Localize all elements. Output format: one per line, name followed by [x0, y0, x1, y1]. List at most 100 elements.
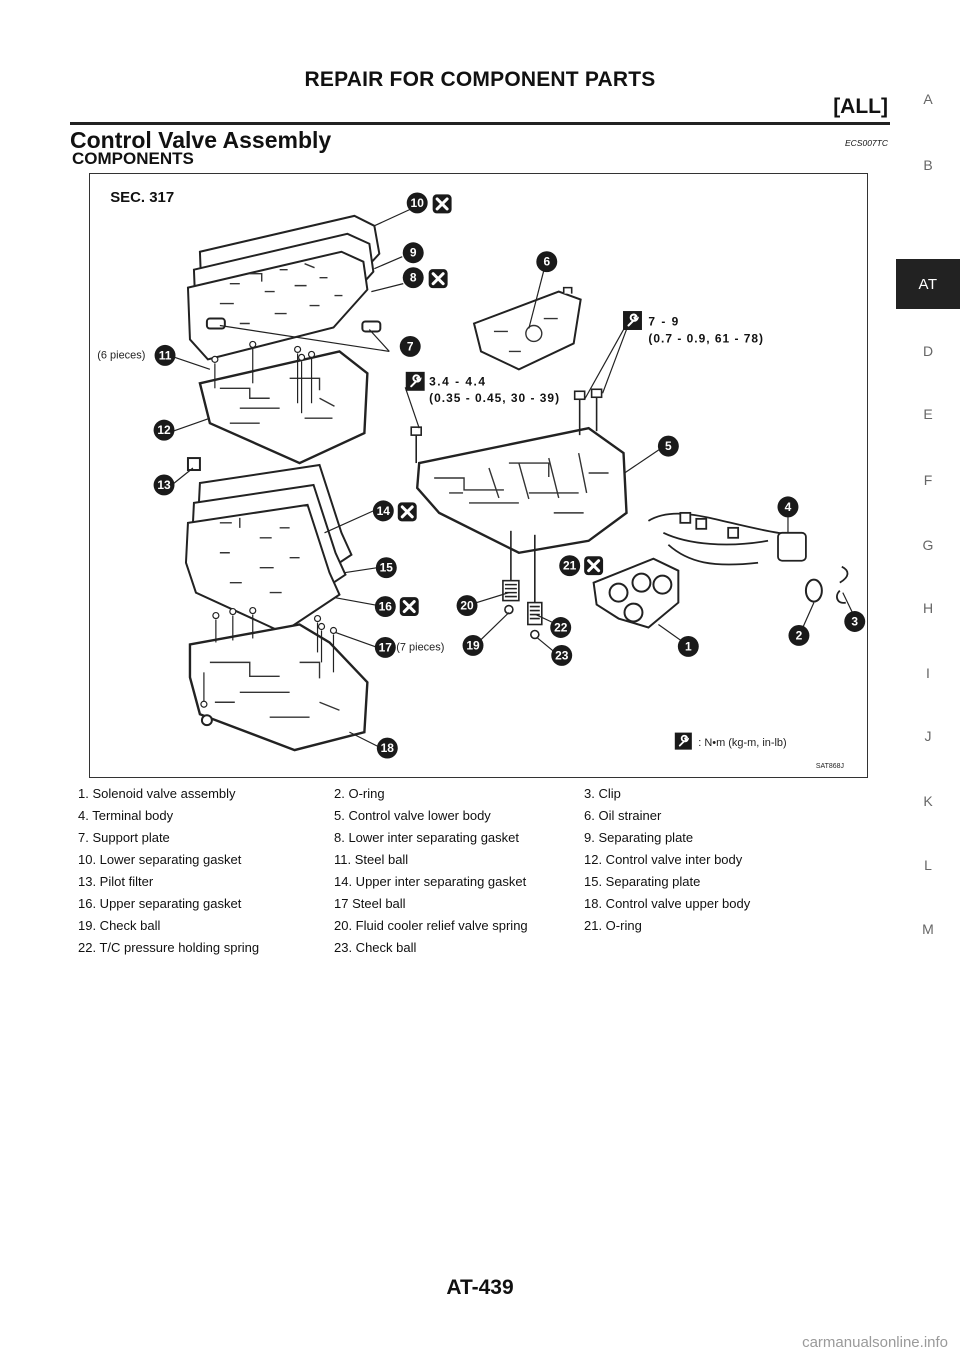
- part-item: 4. Terminal body: [78, 808, 174, 823]
- part-item: 6. Oil strainer: [584, 808, 662, 823]
- part-item: 18. Control valve upper body: [584, 896, 751, 911]
- unit-legend: : N•m (kg-m, in-lb): [698, 737, 786, 749]
- part-item: 17 Steel ball: [334, 896, 406, 911]
- torque-wrench-icon: [674, 732, 693, 751]
- part-item: 22. T/C pressure holding spring: [78, 940, 260, 955]
- part-item: 8. Lower inter separating gasket: [334, 830, 519, 845]
- part-item: 10. Lower separating gasket: [78, 852, 242, 867]
- index-tab-f[interactable]: F: [923, 472, 933, 488]
- callout-23: 23: [551, 644, 573, 666]
- control-valve-lower-body: [415, 426, 628, 554]
- callout-1: 1: [677, 635, 699, 657]
- index-tab-l[interactable]: L: [924, 857, 932, 873]
- parts-list: 1. Solenoid valve assembly 2. O-ring 3. …: [78, 786, 888, 962]
- side-index: A B AT D E F G H I J K L M: [896, 0, 960, 1358]
- part-item: 20. Fluid cooler relief valve spring: [334, 918, 528, 933]
- part-item: 7. Support plate: [78, 830, 170, 845]
- callout-12: 12: [153, 419, 175, 441]
- svg-text:1: 1: [685, 639, 692, 653]
- control-valve-upper-body: [188, 623, 369, 752]
- part-item: 15. Separating plate: [584, 874, 701, 889]
- callout-8: 8: [402, 267, 424, 289]
- parts-row: 19. Check ball 20. Fluid cooler relief v…: [78, 918, 888, 940]
- svg-text:7: 7: [407, 339, 414, 353]
- solenoid-valve-assembly: [592, 557, 680, 629]
- torque-wrench-icon: [622, 310, 643, 331]
- svg-text:14: 14: [377, 504, 391, 518]
- svg-text:12: 12: [157, 423, 171, 437]
- callout-15: 15: [375, 557, 397, 579]
- oil-strainer: [472, 290, 582, 371]
- pieces-7-label: (7 pieces): [396, 641, 444, 653]
- page-header-subtitle: [ALL]: [833, 95, 888, 118]
- torque-1-value: 7 - 9: [648, 314, 679, 328]
- index-tab-d[interactable]: D: [922, 343, 934, 359]
- callout-5: 5: [657, 435, 679, 457]
- svg-text:15: 15: [380, 561, 394, 575]
- svg-text:11: 11: [159, 348, 172, 362]
- parts-row: 7. Support plate 8. Lower inter separati…: [78, 830, 888, 852]
- do-not-reuse-icon: [399, 596, 420, 617]
- part-item: 5. Control valve lower body: [334, 808, 491, 823]
- do-not-reuse-icon: [432, 193, 453, 214]
- part-item: 3. Clip: [584, 786, 621, 801]
- index-tab-a[interactable]: A: [923, 91, 933, 107]
- part-item: 21. O-ring: [584, 918, 642, 933]
- index-tab-k[interactable]: K: [923, 793, 933, 809]
- do-not-reuse-icon: [428, 268, 449, 289]
- index-tab-e[interactable]: E: [923, 406, 933, 422]
- parts-row: 10. Lower separating gasket 11. Steel ba…: [78, 852, 888, 874]
- exploded-parts-diagram: SEC. 317: [89, 173, 868, 778]
- part-item: 11. Steel ball: [334, 852, 409, 867]
- index-tab-g[interactable]: G: [922, 537, 934, 553]
- callout-16: 16: [374, 596, 396, 618]
- index-tab-at-active[interactable]: AT: [896, 259, 960, 309]
- svg-text:6: 6: [543, 255, 550, 269]
- torque-2-value: 3.4 - 4.4: [429, 374, 486, 388]
- callout-20: 20: [456, 595, 478, 617]
- index-tab-h[interactable]: H: [922, 600, 934, 616]
- header-divider: [70, 122, 890, 125]
- pilot-filter: [186, 457, 201, 472]
- svg-text:21: 21: [563, 559, 577, 573]
- torque-2-detail: (0.35 - 0.45, 30 - 39): [429, 391, 560, 405]
- index-tab-j[interactable]: J: [924, 728, 932, 744]
- svg-text:22: 22: [554, 620, 568, 634]
- subsection-title: COMPONENTS: [72, 149, 194, 168]
- callout-14: 14: [372, 500, 394, 522]
- part-item: 13. Pilot filter: [78, 874, 154, 889]
- index-tab-b[interactable]: B: [923, 157, 933, 173]
- part-item: 23. Check ball: [334, 940, 417, 955]
- drain-plug: [200, 714, 213, 727]
- section-title: Control Valve Assembly: [70, 127, 332, 153]
- parts-row: 13. Pilot filter 14. Upper inter separat…: [78, 874, 888, 896]
- svg-text:18: 18: [381, 741, 395, 755]
- callout-22: 22: [550, 617, 572, 638]
- callout-9: 9: [402, 242, 424, 264]
- callout-6: 6: [536, 251, 558, 273]
- page-header-title: REPAIR FOR COMPONENT PARTS: [304, 68, 656, 91]
- part-item: 1. Solenoid valve assembly: [78, 786, 236, 801]
- sec-label: SEC. 317: [110, 189, 174, 206]
- callout-17: 17: [374, 636, 396, 658]
- terminal-body-harness: [647, 511, 807, 566]
- svg-text:19: 19: [466, 638, 480, 652]
- do-not-reuse-icon: [397, 501, 418, 522]
- torque-wrench-icon: [405, 371, 426, 392]
- part-item: 16. Upper separating gasket: [78, 896, 242, 911]
- part-item: 14. Upper inter separating gasket: [334, 874, 527, 889]
- callout-18: 18: [376, 737, 398, 759]
- callout-11: 11: [154, 344, 176, 366]
- do-not-reuse-icon: [583, 555, 604, 576]
- o-ring-2: [804, 578, 823, 603]
- index-tab-i[interactable]: I: [926, 665, 930, 681]
- part-item: 12. Control valve inter body: [584, 852, 743, 867]
- callout-21: 21: [559, 555, 581, 577]
- section-code: ECS007TC: [845, 138, 888, 148]
- svg-text:9: 9: [410, 246, 417, 260]
- pieces-6-label: (6 pieces): [97, 349, 145, 361]
- svg-text:8: 8: [410, 271, 417, 285]
- part-item: 19. Check ball: [78, 918, 161, 933]
- index-tab-m[interactable]: M: [922, 921, 934, 937]
- callout-19: 19: [462, 634, 484, 656]
